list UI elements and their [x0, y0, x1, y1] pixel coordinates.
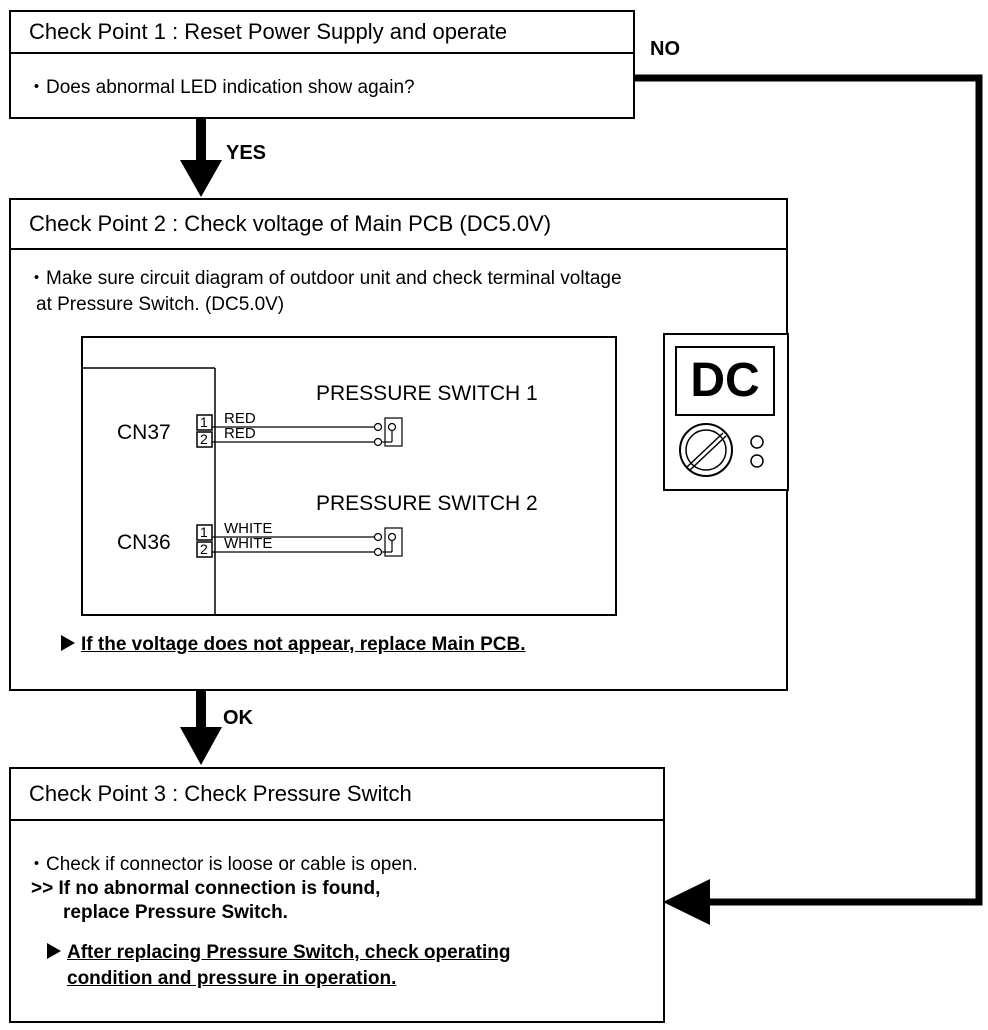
- check-point-2-instruction-1: ・Make sure circuit diagram of outdoor un…: [27, 268, 622, 289]
- circuit-diagram: CN37 CN36 1 2 1 2 RED RED WHITE WHITE PR…: [81, 336, 617, 616]
- check-point-3-action-line-1: After replacing Pressure Switch, check o…: [67, 942, 511, 963]
- action-bullet-icon: [61, 635, 75, 651]
- diagram-frame: [81, 336, 617, 616]
- switch2-contact-c: [387, 532, 397, 542]
- check-point-3-action: After replacing Pressure Switch, check o…: [47, 940, 510, 966]
- check-point-2-action-text: If the voltage does not appear, replace …: [81, 634, 526, 655]
- cn36-pin2-box: [196, 541, 213, 558]
- multimeter-display-label: DC: [690, 354, 760, 407]
- switch1-contact-b: [373, 437, 383, 447]
- yes-label: YES: [226, 142, 267, 164]
- cn37-pin2-label: 2: [200, 431, 208, 447]
- yes-arrow-shaft: [196, 117, 206, 167]
- switch1-body: [384, 417, 403, 447]
- ok-label: OK: [223, 707, 253, 729]
- check-point-3-action-line-2: condition and pressure in operation.: [67, 968, 397, 989]
- cn36-wire1-color: WHITE: [224, 520, 273, 537]
- check-point-1-title: Check Point 1 : Reset Power Supply and o…: [11, 12, 633, 54]
- no-label: NO: [650, 38, 680, 60]
- cn37-pin2-box: [196, 431, 213, 448]
- switch1-contact-a: [373, 422, 383, 432]
- cn36-pin2-label: 2: [200, 541, 208, 557]
- check-point-3-check: ・Check if connector is loose or cable is…: [27, 854, 418, 875]
- check-point-2-instruction-2: at Pressure Switch. (DC5.0V): [36, 294, 285, 315]
- ok-arrow-head: [180, 727, 222, 765]
- check-point-3-result-2: replace Pressure Switch.: [63, 902, 288, 923]
- cn37-wire2-color: RED: [224, 425, 256, 442]
- check-point-3-title: Check Point 3 : Check Pressure Switch: [11, 769, 663, 821]
- connector-cn37-label: CN37: [117, 421, 171, 444]
- yes-arrow-head: [180, 160, 222, 197]
- circuit-diagram-lines: [81, 336, 617, 616]
- no-path-line: [634, 74, 983, 906]
- check-point-2-action: If the voltage does not appear, replace …: [61, 634, 526, 656]
- switch2-contact-a: [373, 532, 383, 542]
- connector-cn36-label: CN36: [117, 531, 171, 554]
- check-point-1-box: Check Point 1 : Reset Power Supply and o…: [9, 10, 635, 119]
- check-point-3-result-1: >> If no abnormal connection is found,: [31, 878, 381, 899]
- check-point-3-box: Check Point 3 : Check Pressure Switch ・C…: [9, 767, 665, 1023]
- switch2-body: [384, 527, 403, 557]
- cn37-wire1-color: RED: [224, 410, 256, 427]
- check-point-2-title: Check Point 2 : Check voltage of Main PC…: [11, 200, 786, 250]
- action-bullet-icon-3: [47, 943, 61, 959]
- no-path-arrowhead: [663, 879, 710, 925]
- pressure-switch-1-label: PRESSURE SWITCH 1: [316, 382, 538, 405]
- cn36-wire2-color: WHITE: [224, 535, 273, 552]
- multimeter: DC: [663, 333, 789, 491]
- cn37-pin1-box: [196, 414, 213, 431]
- cn36-pin1-box: [196, 524, 213, 541]
- multimeter-icon: [663, 333, 789, 491]
- check-point-1-question: ・Does abnormal LED indication show again…: [27, 77, 415, 98]
- pressure-switch-2-label: PRESSURE SWITCH 2: [316, 492, 538, 515]
- ok-arrow-shaft: [196, 689, 206, 729]
- switch1-contact-c: [387, 422, 397, 432]
- cn37-pin1-label: 1: [200, 414, 208, 430]
- cn36-pin1-label: 1: [200, 524, 208, 540]
- switch2-contact-b: [373, 547, 383, 557]
- check-point-2-box: Check Point 2 : Check voltage of Main PC…: [9, 198, 789, 691]
